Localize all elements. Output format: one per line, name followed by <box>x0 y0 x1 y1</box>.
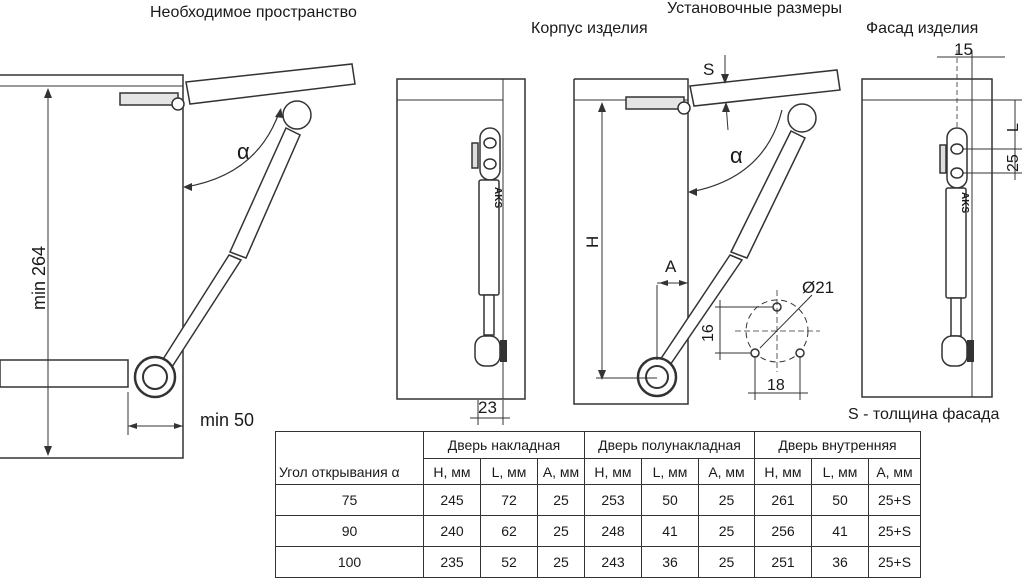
subheader-cell: A, мм <box>698 458 755 485</box>
title-required-space: Необходимое пространство <box>150 4 357 21</box>
table-cell: 235 <box>423 546 481 578</box>
panel-mounting-dimensions: S α H A 18 16 <box>573 55 841 405</box>
table-cell: 25+S <box>868 515 921 547</box>
subheader-cell: H, мм <box>584 458 642 485</box>
subheader-cell: L, мм <box>641 458 699 485</box>
title-mounting-dimensions: Установочные размеры <box>667 0 843 17</box>
table-row: 90 240 62 25 248 41 25 256 41 25+S <box>275 515 921 547</box>
table-cell: 36 <box>811 546 869 578</box>
table-cell: 243 <box>584 546 642 578</box>
table-cell: 25 <box>537 515 585 547</box>
angle-cell: 100 <box>275 546 424 578</box>
alpha-arc <box>184 109 281 188</box>
lid-panel-2 <box>689 69 841 107</box>
technical-drawing: min 50 α min 264 AKS 23 S <box>0 40 1022 459</box>
table-cell: 25 <box>698 515 755 547</box>
title-cabinet-front: Фасад изделия <box>866 20 979 37</box>
upper-ball-joint <box>282 100 312 130</box>
table-cell: 41 <box>641 515 699 547</box>
table-cell: 50 <box>811 484 869 516</box>
dim-15-label: 15 <box>954 40 973 59</box>
subheader-cell: A, мм <box>868 458 921 485</box>
mounting-bracket <box>479 127 501 181</box>
table-cell: 25+S <box>868 546 921 578</box>
h-label: H <box>583 236 602 248</box>
brand-label-2: AKS <box>959 192 970 213</box>
drawing-stage: min 50 α min 264 AKS 23 S <box>0 40 1022 459</box>
l-label: L <box>1005 123 1022 132</box>
subheader-cell: H, мм <box>754 458 812 485</box>
table-cell: 245 <box>423 484 481 516</box>
alpha-label-2: α <box>730 143 743 168</box>
subheader-cell: A, мм <box>537 458 585 485</box>
table-cell: 52 <box>480 546 538 578</box>
panel-cabinet-front: 15 AKS L 25 <box>861 40 1022 398</box>
group-header-half-overlay-door: Дверь полунакладная <box>584 431 755 459</box>
table-cell: 261 <box>754 484 812 516</box>
subheader-cell: L, мм <box>480 458 538 485</box>
lower-mount <box>474 335 501 367</box>
angle-cell: 75 <box>275 484 424 516</box>
table-cell: 251 <box>754 546 812 578</box>
panel-required-space: min 50 α min 264 <box>0 63 356 459</box>
table-cell: 25+S <box>868 484 921 516</box>
strut-cylinder <box>228 126 301 259</box>
angle-cell: 90 <box>275 515 424 547</box>
table-cell: 256 <box>754 515 812 547</box>
table-cell: 50 <box>641 484 699 516</box>
table-cell: 25 <box>537 484 585 516</box>
dim-23-label: 23 <box>478 398 497 417</box>
panel-cabinet-body: AKS 23 <box>396 78 526 425</box>
facade-thickness-note: S - толщина фасада <box>848 406 1000 423</box>
table-group-header-row: Угол открывания α Дверь накладная Дверь … <box>275 431 921 485</box>
subheader-cell: H, мм <box>423 458 481 485</box>
group-header-inset-door: Дверь внутренняя <box>754 431 921 459</box>
table-cell: 25 <box>537 546 585 578</box>
s-label: S <box>703 60 714 79</box>
dim-21-label: Ø21 <box>802 278 834 297</box>
table-cell: 25 <box>698 546 755 578</box>
specs-table: Угол открывания α Дверь накладная Дверь … <box>275 431 921 578</box>
table-row: 75 245 72 25 253 50 25 261 50 25+S <box>275 484 921 516</box>
table-cell: 36 <box>641 546 699 578</box>
brand-label-1: AKS <box>492 187 503 208</box>
table-cell: 248 <box>584 515 642 547</box>
dim-25-label: 25 <box>1005 154 1022 172</box>
table-row: 100 235 52 25 243 36 25 251 36 25+S <box>275 546 921 578</box>
min-50-label: min 50 <box>200 410 254 430</box>
corner-header-cell: Угол открывания α <box>275 431 424 485</box>
subheader-cell: L, мм <box>811 458 869 485</box>
table-cell: 41 <box>811 515 869 547</box>
alpha-label-1: α <box>237 139 250 164</box>
a-label: A <box>665 257 677 276</box>
table-cell: 62 <box>480 515 538 547</box>
table-cell: 253 <box>584 484 642 516</box>
dim-16-label: 16 <box>700 324 717 342</box>
min-264-label: min 264 <box>29 246 49 310</box>
table-cell: 240 <box>423 515 481 547</box>
dim-18-label: 18 <box>767 377 785 394</box>
hinge <box>119 92 179 106</box>
table-cell: 72 <box>480 484 538 516</box>
group-header-overlay-door: Дверь накладная <box>423 431 585 459</box>
table-cell: 25 <box>698 484 755 516</box>
title-cabinet-body: Корпус изделия <box>531 20 648 37</box>
lid-panel <box>185 63 356 105</box>
